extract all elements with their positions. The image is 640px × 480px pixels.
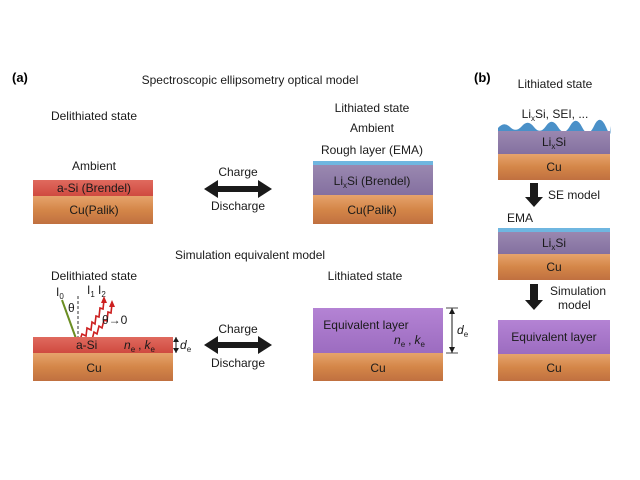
rough-surface-wave [498,119,611,134]
theta-limit-label: θ→0 [102,313,128,327]
cu-layer-b3 [498,354,610,381]
charge-label-top: Charge [218,165,258,179]
cu-layer-top-left-label: Cu(Palik) [69,203,118,217]
cu-layer-b1-label: Cu [546,160,561,174]
charge-discharge-arrow-bottom [204,336,272,354]
ambient-label-right: Ambient [350,121,395,135]
simulation-title: Simulation equivalent model [175,248,325,262]
lixsi-layer-b2 [498,232,610,254]
rough-layer-top [313,161,433,165]
cu-layer-top-left [33,196,153,224]
rough-layer-label: Rough layer (EMA) [321,143,423,157]
de-label-left: de [180,338,192,354]
ambient-label-left: Ambient [72,159,117,173]
panel-b-label: (b) [474,70,491,85]
cu-layer-bottom-left-label: Cu [86,361,101,375]
cu-layer-b2-label: Cu [546,260,561,274]
reflected-ray-1 [79,299,105,341]
delithiated-title-bottom: Delithiated state [51,269,137,283]
lixsi-layer-top [313,165,433,195]
simulation-model-label-2: model [558,298,591,312]
ema-label: EMA [507,211,533,225]
lithiated-title-bottom: Lithiated state [328,269,403,283]
rough-layer-b2 [498,228,610,232]
i1-label: I1 [87,283,95,299]
lixsi-layer-b2-label: LixSi [542,236,566,252]
equivalent-layer [313,308,443,353]
lixsi-layer-b1-label: LixSi [542,135,566,151]
cu-layer-bottom-right [313,353,443,381]
panel-a-title: Spectroscopic ellipsometry optical model [142,73,359,87]
panel-a-label: (a) [12,70,28,85]
cu-layer-b1 [498,154,610,180]
de-label-right: de [457,323,469,339]
de-right-arrow-top [449,308,455,314]
de-right-arrow-bottom [449,347,455,353]
cu-layer-top-right-label: Cu(Palik) [347,203,396,217]
i0-label: I0 [56,285,64,301]
discharge-label-bottom: Discharge [211,356,265,370]
cu-layer-b2 [498,254,610,280]
se-model-label: SE model [548,188,600,202]
se-model-arrow [525,183,543,207]
theta-label: θ [68,301,75,315]
charge-discharge-arrow-top [204,180,272,198]
ne-ke-label-right: ne,ke [394,333,425,349]
asi-layer-top [33,180,153,196]
simulation-model-arrow [525,284,543,310]
equivalent-layer-b3 [498,320,610,354]
reflected-ray-2-head [109,300,115,307]
de-left-arrow-top [173,337,179,342]
de-left-arrow-bottom [173,348,179,353]
lithiated-title-top: Lithiated state [335,101,410,115]
simulation-model-label-1: Simulation [550,284,606,298]
surface-species-label: LixSi, SEI, ... [522,107,589,123]
delithiated-title-top: Delithiated state [51,109,137,123]
lixsi-layer-top-label: LixSi (Brendel) [334,174,411,190]
equivalent-layer-label: Equivalent layer [323,318,408,332]
reflected-ray-1-head [101,296,107,303]
panel-b-title: Lithiated state [518,77,593,91]
incident-ray [61,299,79,345]
ne-ke-label-left: ne,ke [124,338,155,354]
cu-layer-top-right [313,195,433,224]
cu-layer-b3-label: Cu [546,361,561,375]
lixsi-layer-b1 [498,131,610,154]
asi-layer-bottom [33,337,173,353]
cu-layer-bottom-left [33,353,173,381]
charge-label-bottom: Charge [218,322,258,336]
discharge-label-top: Discharge [211,199,265,213]
cu-layer-bottom-right-label: Cu [370,361,385,375]
equivalent-layer-b3-label: Equivalent layer [511,330,596,344]
asi-layer-bottom-label: a-Si [76,338,97,352]
i2-label: I2 [98,283,106,299]
asi-layer-top-label: a-Si (Brendel) [57,181,131,195]
